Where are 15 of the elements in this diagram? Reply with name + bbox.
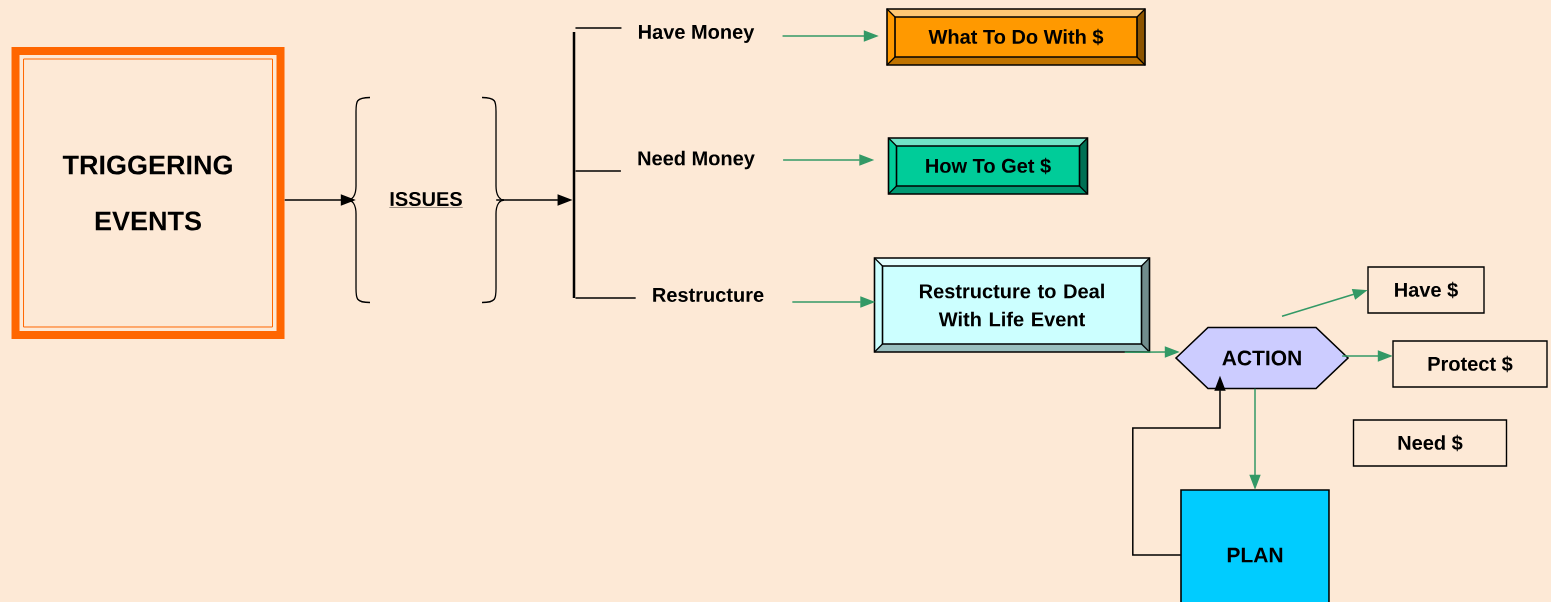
plan-box: PLAN <box>1180 489 1330 602</box>
outcome-box: Have $ <box>1367 266 1485 314</box>
bevel-box: How To Get $ <box>887 137 1089 195</box>
outcome-box: Need $ <box>1352 419 1508 467</box>
branch-label: Have Money <box>639 25 755 43</box>
braced-label: ISSUES <box>347 96 505 304</box>
connector-line <box>574 27 623 29</box>
branch-label: Restructure <box>653 288 764 302</box>
branch-label: Need Money <box>638 150 755 170</box>
bevel-box: What To Do With $ <box>886 8 1146 66</box>
event-box: TRIGGERING EVENTS <box>11 47 285 339</box>
outcome-box: Protect $ <box>1392 340 1548 388</box>
bevel-box: Restructure to Deal With Life Event <box>873 257 1151 353</box>
connector-line <box>574 170 622 172</box>
connector-line <box>574 297 637 299</box>
